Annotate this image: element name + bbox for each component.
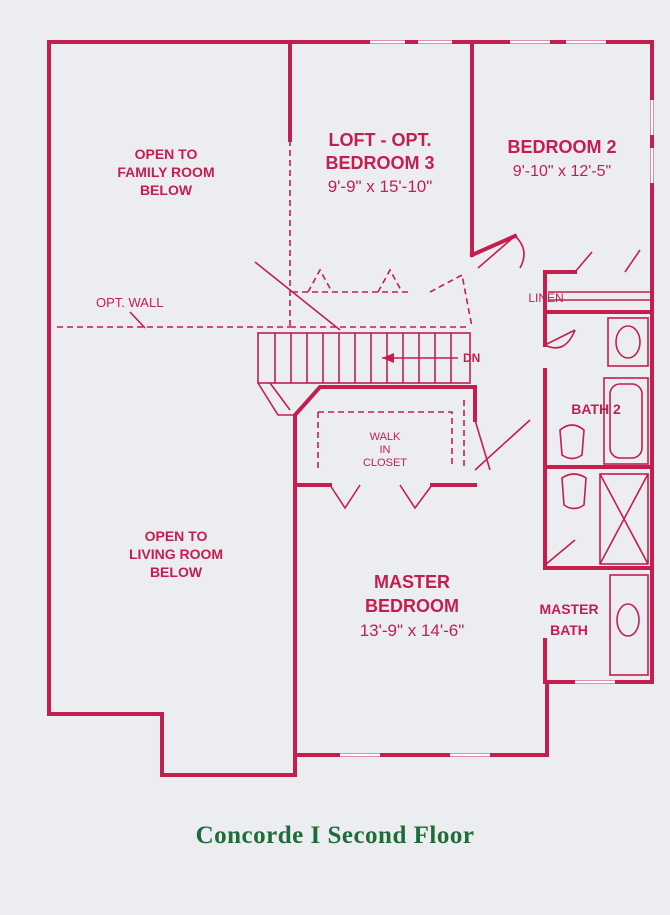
bath2-tub [603, 377, 649, 465]
doors [329, 235, 652, 566]
family-room-label-2: FAMILY ROOM [117, 164, 214, 180]
bath-fixtures [559, 317, 649, 676]
closet-label-1: WALK [370, 431, 401, 443]
shower [599, 473, 649, 565]
master-door [474, 419, 531, 471]
stair-rail-line [254, 261, 341, 331]
closet-label-2: IN [380, 444, 391, 456]
family-room-label-3: BELOW [140, 182, 193, 198]
family-room-label-1: OPEN TO [135, 146, 198, 162]
master-vanity [609, 574, 649, 676]
bath2-vanity [607, 317, 649, 367]
room-labels: OPEN TO FAMILY ROOM BELOW LOFT - OPT. BE… [96, 130, 621, 640]
bedroom2-closet-doors [574, 249, 641, 273]
bedroom2-door-jamb [469, 233, 518, 258]
bath2-toilet [559, 424, 585, 460]
loft-dimensions: 9'-9" x 15'-10" [328, 177, 433, 196]
master-bedroom-label-2: BEDROOM [365, 596, 459, 616]
closet-shelf [317, 411, 453, 468]
living-room-label-2: LIVING ROOM [129, 546, 223, 562]
opt-wall-label: OPT. WALL [96, 295, 163, 310]
living-room-label-1: OPEN TO [145, 528, 208, 544]
master-toilet [561, 473, 587, 510]
optional-walls [57, 140, 473, 470]
master-sink [616, 603, 640, 637]
opt-wall-leader [129, 311, 146, 329]
stair-run [257, 332, 471, 384]
living-room-label-3: BELOW [150, 564, 203, 580]
bath2-door [544, 329, 576, 349]
bath2-tub-inner [609, 383, 643, 459]
master-bedroom-label-1: MASTER [374, 572, 450, 592]
master-bath-label-2: BATH [550, 622, 588, 638]
bedroom2-door [477, 235, 525, 269]
closet-bifold-doors [329, 484, 433, 510]
stair-winder [257, 382, 295, 416]
bath2-label: BATH 2 [571, 401, 621, 417]
dn-arrow-head [382, 353, 394, 363]
bedroom2-dimensions: 9'-10" x 12'-5" [513, 163, 611, 180]
loft-label: LOFT - OPT. [329, 130, 432, 150]
linen-label: LINEN [528, 291, 563, 305]
bedroom2-label: BEDROOM 2 [507, 137, 616, 157]
stairs [254, 261, 471, 416]
loft-alt-label: BEDROOM 3 [325, 153, 434, 173]
master-bath-label-1: MASTER [539, 601, 598, 617]
stairs-down-label: DN [463, 351, 480, 365]
shower-x [599, 473, 649, 565]
bath2-sink [615, 325, 641, 359]
closet-label-3: CLOSET [363, 457, 407, 469]
opt-door-swing-right [429, 273, 473, 328]
loft-opt-rail [290, 291, 470, 328]
master-bedroom-dimensions: 13'-9" x 14'-6" [360, 621, 465, 640]
opt-door-swings [307, 268, 403, 293]
plan-caption: Concorde I Second Floor [195, 822, 475, 849]
master-bath-door [544, 539, 576, 566]
